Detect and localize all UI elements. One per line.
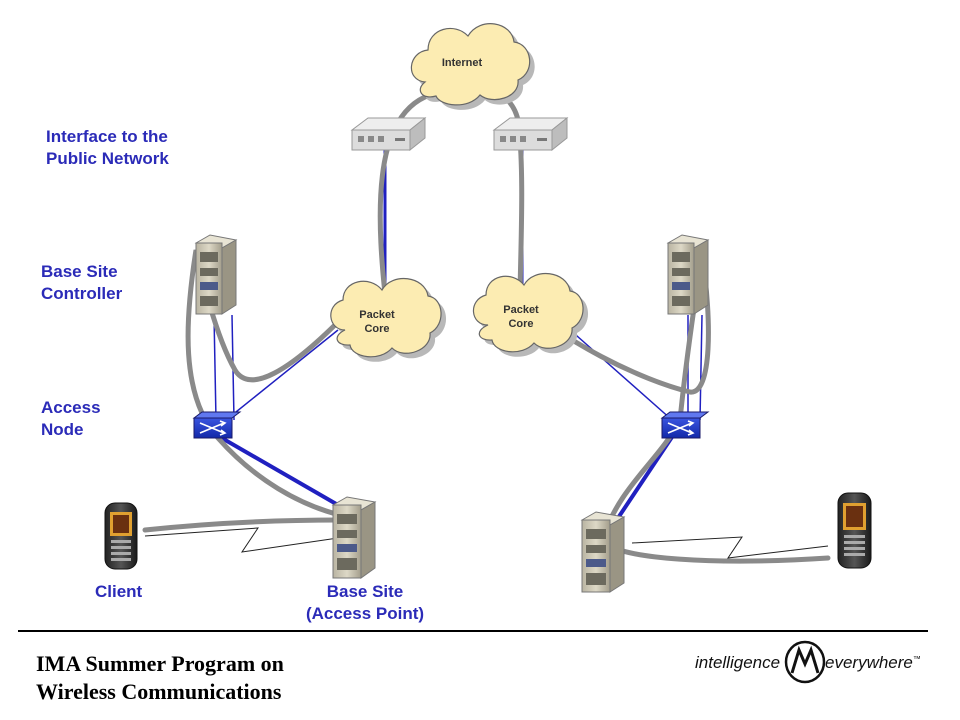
brand-word-everywhere: everywhere™: [825, 653, 921, 672]
base-site-right-icon: [580, 511, 626, 593]
packet-core-cloud-left: [330, 277, 447, 362]
base-site-controller-right-icon: [666, 234, 710, 315]
packet-core-left-line1: Packet: [359, 309, 395, 321]
internet-label: Internet: [442, 57, 483, 69]
client-phone-right-icon: [837, 492, 872, 569]
base-site-label: Base Site(Access Point): [305, 582, 425, 623]
data-paths: [142, 84, 831, 564]
access-node-switch-right-icon: [660, 411, 710, 439]
base-site-left-icon: [331, 496, 377, 579]
brand-word-intelligence: intelligence: [695, 653, 781, 672]
packet-core-left-line2: Core: [364, 323, 389, 335]
router-right-icon: [492, 116, 569, 152]
wireless-links: [144, 527, 829, 559]
packet-core-right-line2: Core: [508, 318, 533, 330]
network-links: [213, 148, 703, 520]
router-left-icon: [350, 116, 427, 152]
base-site-controller-left-icon: [194, 234, 238, 315]
access-node-switch-left-icon: [192, 411, 242, 439]
client-label: Client: [95, 582, 143, 601]
motorola-logo-icon: [784, 640, 826, 684]
packet-core-cloud-right: [472, 272, 589, 357]
footer-divider: [18, 630, 928, 632]
internet-cloud: [410, 23, 535, 110]
brand-tagline: intelligence everywhere™: [695, 643, 935, 687]
client-phone-left-icon: [104, 502, 138, 570]
packet-core-right-line1: Packet: [503, 304, 539, 316]
